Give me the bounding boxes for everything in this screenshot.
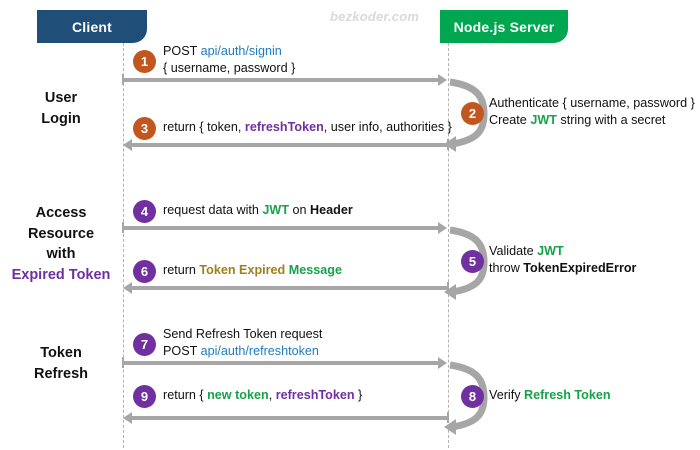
actor-server-header: Node.js Server <box>440 10 568 43</box>
section-label-line-4: Expired Token <box>11 266 111 283</box>
step-3-tail-text: , user info, authorities } <box>323 120 452 134</box>
arrow-tail-tick-3 <box>447 139 449 150</box>
step-7-method: POST <box>163 343 201 358</box>
step-3-return-text: return { token, <box>163 120 245 134</box>
step-4-jwt-keyword: JWT <box>262 203 290 217</box>
step-message-6: return Token Expired Message <box>163 262 342 279</box>
section-label-line-2: Login <box>41 110 81 127</box>
step-2-create-text: Create <box>489 112 531 127</box>
step-message-5-line-2: throw TokenExpiredError <box>489 260 636 277</box>
step-message-5: Validate JWT throw TokenExpiredError <box>489 243 636 276</box>
step-marker-5: 5 <box>461 250 484 273</box>
step-message-8: Verify Refresh Token <box>489 387 611 404</box>
step-7-endpoint: api/auth/refreshtoken <box>200 343 319 358</box>
actor-server-label: Node.js Server <box>453 18 555 35</box>
step-message-1-line-1: POST api/auth/signin <box>163 43 295 60</box>
arrow-tail-tick-4 <box>122 222 124 233</box>
step-message-1: POST api/auth/signin { username, passwor… <box>163 43 295 76</box>
arrow-line-6 <box>132 286 447 290</box>
step-4-header-keyword: Header <box>310 203 353 217</box>
arrow-line-3 <box>132 143 447 147</box>
arrow-line-9 <box>132 416 447 420</box>
section-label-line-1: Token <box>40 345 82 361</box>
step-9-close-brace: } <box>354 388 363 402</box>
step-marker-9: 9 <box>133 385 156 408</box>
arrow-tail-tick-6 <box>447 282 449 293</box>
step-message-7-line-1: Send Refresh Token request <box>163 327 323 341</box>
step-marker-7: 7 <box>133 333 156 356</box>
step-5-throw-text: throw <box>489 260 524 275</box>
arrow-tail-tick-9 <box>447 412 449 423</box>
step-marker-2: 2 <box>461 102 484 125</box>
step-4-request-text: request data with <box>163 203 263 217</box>
lifeline-client <box>123 43 124 448</box>
step-message-4: request data with JWT on Header <box>163 202 353 219</box>
step-2-jwt-keyword: JWT <box>530 112 557 127</box>
step-1-method: POST <box>163 44 201 58</box>
arrow-head-1 <box>438 74 447 86</box>
self-loop-arrow-5 <box>444 226 488 300</box>
step-9-new-token-keyword: new token <box>207 388 269 402</box>
step-message-7: Send Refresh Token request POST api/auth… <box>163 326 322 359</box>
section-label-line-2: Refresh <box>34 365 88 382</box>
step-1-endpoint: api/auth/signin <box>200 44 282 58</box>
step-5-jwt-keyword: JWT <box>537 244 564 258</box>
arrow-tail-tick-7 <box>122 357 124 368</box>
step-5-validate-text: Validate <box>489 244 538 258</box>
step-message-7-line-2: POST api/auth/refreshtoken <box>163 343 322 360</box>
arrow-line-7 <box>123 361 439 365</box>
step-marker-8: 8 <box>461 385 484 408</box>
step-9-return-text: return { <box>163 388 208 402</box>
arrow-line-1 <box>123 78 439 82</box>
step-marker-1: 1 <box>133 50 156 73</box>
step-4-on-text: on <box>289 203 311 217</box>
step-marker-4: 4 <box>133 200 156 223</box>
section-label-token-refresh: Token Refresh <box>5 343 117 384</box>
step-5-error-keyword: TokenExpiredError <box>523 260 637 275</box>
step-message-3: return { token, refreshToken, user info,… <box>163 119 452 136</box>
self-loop-arrow-8 <box>444 361 488 435</box>
step-9-comma: , <box>268 388 276 402</box>
step-message-2-line-2: Create JWT string with a secret <box>489 112 695 129</box>
step-9-refresh-token-keyword: refreshToken <box>275 388 355 402</box>
section-label-line-2: Resource <box>27 225 95 242</box>
step-2-secret-text: string with a secret <box>556 112 666 127</box>
step-8-refresh-token-keyword: Refresh Token <box>524 388 611 402</box>
arrow-head-9 <box>123 412 132 424</box>
step-message-5-line-1: Validate JWT <box>489 243 636 260</box>
arrow-head-4 <box>438 222 447 234</box>
actor-client-label: Client <box>71 18 113 35</box>
arrow-head-6 <box>123 282 132 294</box>
arrow-head-7 <box>438 357 447 369</box>
step-message-1-line-2: { username, password } <box>163 60 296 75</box>
arrow-head-3 <box>123 139 132 151</box>
arrow-tail-tick-1 <box>122 74 124 85</box>
step-8-verify-text: Verify <box>489 388 524 402</box>
step-3-refresh-token-keyword: refreshToken <box>244 120 324 134</box>
step-marker-3: 3 <box>133 117 156 140</box>
step-marker-6: 6 <box>133 260 156 283</box>
actor-client-header: Client <box>37 10 147 43</box>
lifeline-server <box>448 43 449 448</box>
step-message-2-line-1: Authenticate { username, password } <box>489 96 695 110</box>
step-6-return-text: return <box>163 263 200 277</box>
arrow-line-4 <box>123 226 439 230</box>
watermark: bezkoder.com <box>330 9 420 24</box>
section-label-line-1: User <box>44 90 78 106</box>
step-message-2: Authenticate { username, password } Crea… <box>489 95 695 128</box>
section-label-line-3: with <box>46 246 76 263</box>
section-label-user-login: User Login <box>5 88 117 129</box>
step-6-message-keyword: Message <box>288 263 342 277</box>
step-6-token-expired-keyword: Token Expired <box>199 263 286 277</box>
section-label-access-resource: Access Resource with Expired Token <box>5 203 117 285</box>
self-loop-arrow-2 <box>444 78 488 152</box>
section-label-line-1: Access <box>35 205 87 221</box>
step-message-9: return { new token, refreshToken } <box>163 387 362 404</box>
